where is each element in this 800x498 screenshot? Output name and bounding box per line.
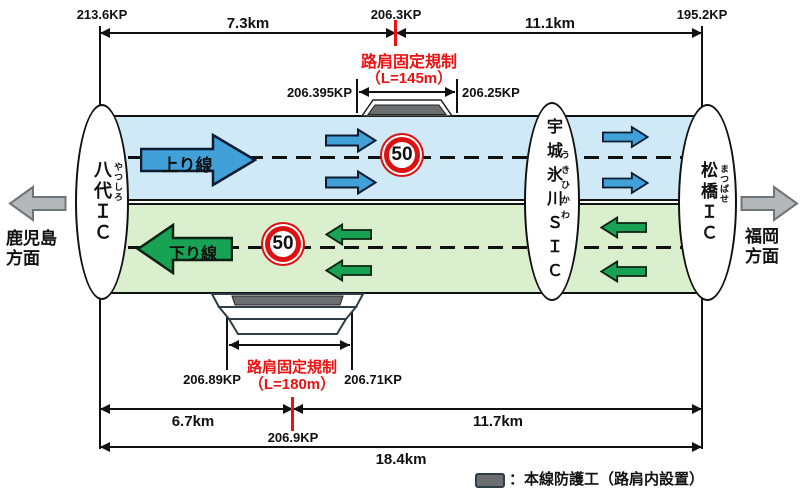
down-line-label: 下り線 (168, 246, 217, 263)
down-line-arrow-icon (136, 223, 233, 275)
ic-matsubase-name: 松橋ＩＣ (698, 160, 717, 245)
regulation-up-length: （L=145m） (365, 70, 453, 87)
regulation-down-length: （L=180m） (248, 376, 336, 393)
protection-work-up (361, 99, 453, 117)
down-line-center-dash (104, 246, 700, 249)
sic-ukihikawa-furigana: うきひかわ (560, 150, 570, 225)
down-flow-arrow-icon (325, 222, 372, 247)
up-flow-arrow-icon (602, 171, 649, 195)
kp-label-206-71: 206.71KP (344, 372, 402, 387)
kp-label-206-9: 206.9KP (267, 430, 319, 445)
ic-matsubase: 松橋ＩＣ まつばせ (678, 104, 737, 301)
speed-limit-value: 50 (272, 233, 294, 254)
dim-line-180m (229, 340, 350, 350)
kp-206-3-marker (394, 20, 397, 46)
dim-line-6-7km (100, 404, 293, 414)
ic-yatsushiro: 八代ＩＣ やつしろ (75, 104, 129, 300)
fukuoka-direction-arrow-icon (740, 185, 799, 222)
up-line-arrow-icon (140, 133, 257, 187)
protection-work-swatch (475, 472, 505, 488)
kp-label-206-89: 206.89KP (183, 372, 241, 387)
fukuoka-direction-label: 福岡 方面 (745, 227, 779, 267)
protection-work-down (210, 293, 365, 335)
regulation-down-title: 路肩固定規制 (246, 359, 337, 376)
ic-yatsushiro-furigana: やつしろ (113, 162, 123, 202)
dist-label-11-1km: 11.1km (524, 15, 576, 32)
kp-label-206-3: 206.3KP (370, 7, 422, 22)
up-line-label: 上り線 (161, 156, 213, 175)
dim-line-11-1km (396, 28, 702, 38)
regulation-up-title: 路肩固定規制 (361, 54, 458, 71)
dim-line-18-4km (100, 442, 702, 452)
dist-label-7-3km: 7.3km (226, 15, 270, 32)
kagoshima-direction-arrow-icon (8, 185, 67, 222)
fukuoka-direction-line1: 福岡 (745, 227, 779, 246)
down-flow-arrow-icon (600, 259, 647, 284)
speed-limit-sign-up: 50 (384, 137, 420, 173)
legend: ：本線防護工（路肩内設置） (475, 468, 704, 489)
tick-206-25 (456, 79, 458, 113)
dim-line-145m (359, 87, 455, 97)
up-flow-arrow-icon (602, 125, 649, 149)
tick-206-89 (226, 310, 228, 370)
dim-line-11-7km (293, 404, 702, 414)
kp-label-195-2: 195.2KP (676, 7, 728, 22)
down-flow-arrow-icon (600, 215, 647, 240)
up-flow-arrow-icon (325, 128, 377, 153)
speed-limit-sign-down: 50 (265, 226, 301, 262)
ic-yatsushiro-name: 八代ＩＣ (92, 160, 112, 244)
up-flow-arrow-icon (325, 170, 377, 195)
kp-label-206-25: 206.25KP (462, 85, 520, 100)
legend-label: ：本線防護工（路肩内設置） (509, 471, 705, 488)
speed-limit-value: 50 (391, 144, 413, 165)
dim-line-7-3km (100, 28, 396, 38)
kagoshima-direction-line1: 鹿児島 (6, 229, 57, 248)
dist-label-18-4km: 18.4km (375, 451, 427, 468)
down-flow-arrow-icon (325, 258, 372, 283)
ic-matsubase-furigana: まつばせ (719, 164, 729, 204)
kagoshima-direction-label: 鹿児島 方面 (6, 229, 57, 269)
tick-206-395 (356, 79, 358, 113)
fukuoka-direction-line2: 方面 (745, 247, 779, 266)
kp-206-9-marker (291, 397, 294, 431)
tick-206-71 (351, 310, 353, 370)
sic-ukihikawa-name: 宇城氷川ＳＩＣ (544, 117, 561, 286)
sic-ukihikawa: 宇城氷川ＳＩＣ うきひかわ (524, 102, 580, 301)
dist-label-6-7km: 6.7km (171, 413, 215, 430)
kp-label-213-6: 213.6KP (76, 7, 128, 22)
kagoshima-direction-line2: 方面 (6, 249, 40, 268)
kp-label-206-395: 206.395KP (286, 85, 352, 100)
dist-label-11-7km: 11.7km (472, 413, 524, 430)
